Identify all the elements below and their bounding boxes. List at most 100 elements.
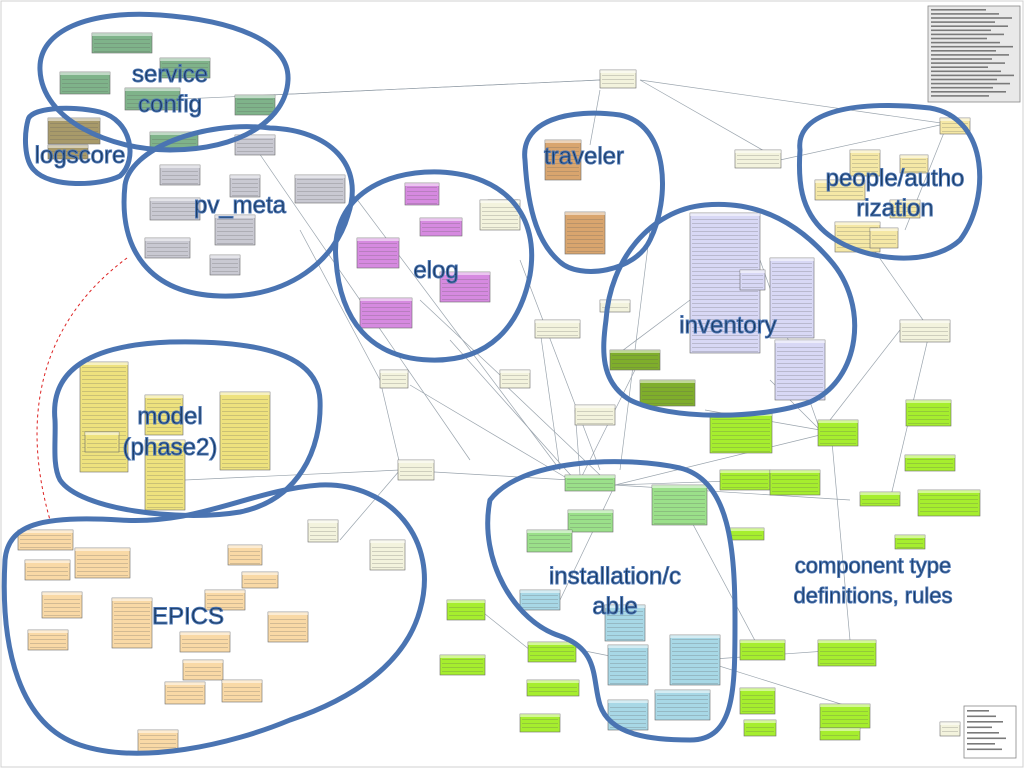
table-box <box>124 87 181 111</box>
legend-row <box>931 95 989 97</box>
relationship-line <box>829 419 851 641</box>
table-box <box>889 199 921 219</box>
table-box <box>527 641 577 663</box>
label-inventory: inventory <box>679 312 776 339</box>
table-box <box>651 484 708 526</box>
relationship-line <box>379 379 401 466</box>
info-row <box>967 732 999 734</box>
table-box <box>743 719 777 737</box>
relationship-line <box>699 659 861 711</box>
table-box <box>817 419 859 447</box>
table-box <box>234 134 276 156</box>
info-row <box>967 737 1006 740</box>
table-box <box>604 604 646 642</box>
region-inventory <box>601 201 858 418</box>
legend-row <box>931 74 1014 77</box>
table-box <box>574 404 616 426</box>
table-box <box>229 174 261 198</box>
legend-row <box>931 58 992 60</box>
table-box <box>404 182 440 206</box>
info-row <box>967 721 1003 723</box>
table-box <box>607 644 649 686</box>
label-epics: EPICS <box>152 603 224 630</box>
legend-row <box>931 9 986 11</box>
table-box <box>179 631 231 653</box>
table-box <box>79 361 129 473</box>
table-box <box>899 154 929 174</box>
legend-row <box>931 29 991 32</box>
table-box <box>227 544 263 566</box>
legend-row <box>931 54 1009 56</box>
relationship-line <box>614 434 821 486</box>
table-box <box>144 394 184 436</box>
table-box <box>734 149 782 169</box>
relationship-line <box>449 339 576 481</box>
legend-row <box>931 45 1013 48</box>
table-box <box>219 391 271 471</box>
table-box <box>819 703 871 729</box>
table-box <box>669 634 721 686</box>
table-box <box>111 597 153 649</box>
table-box <box>739 639 786 661</box>
info-row <box>967 743 995 745</box>
table-box <box>859 491 901 507</box>
legend-row <box>931 25 1008 27</box>
table-box <box>899 319 951 343</box>
relationship-line <box>299 229 381 381</box>
table-box <box>639 379 696 407</box>
legend-row <box>931 78 997 81</box>
table-box <box>446 599 486 621</box>
relationship-line <box>184 469 401 481</box>
table-box <box>159 164 201 186</box>
relationship-line <box>639 79 781 161</box>
table-box <box>24 559 71 581</box>
table-box <box>564 474 616 492</box>
table-box <box>209 254 241 276</box>
table-box <box>526 679 580 697</box>
relationship-line <box>159 79 601 101</box>
info-row <box>967 710 989 712</box>
table-box <box>904 454 956 472</box>
table-box <box>369 539 406 571</box>
relationship-line <box>779 124 941 161</box>
table-box <box>534 319 581 339</box>
table-box <box>17 529 74 551</box>
legend-panel <box>927 5 1021 103</box>
table-box <box>159 57 211 79</box>
table-box <box>307 519 339 543</box>
table-box <box>221 679 263 703</box>
table-box <box>439 271 491 303</box>
table-box <box>356 237 400 269</box>
table-box <box>41 591 83 619</box>
table-box <box>739 687 776 715</box>
table-box <box>359 297 413 329</box>
table-box <box>544 139 582 181</box>
table-box <box>294 174 346 204</box>
table-box <box>84 431 120 453</box>
table-box <box>814 179 866 201</box>
table-box <box>397 459 435 481</box>
table-box <box>499 369 531 389</box>
region-model-phase2 <box>52 339 323 518</box>
relationship-line <box>479 609 531 651</box>
info-box <box>963 705 1017 759</box>
relationship-line <box>419 299 501 376</box>
relationship-line <box>339 469 401 541</box>
region-people-authorization <box>796 102 983 261</box>
region-pv-meta <box>121 124 355 299</box>
table-box <box>905 399 952 427</box>
legend-row <box>931 21 995 23</box>
table-box <box>137 729 179 753</box>
legend-row <box>931 66 988 68</box>
table-box <box>59 71 111 95</box>
legend-row <box>931 70 1001 73</box>
table-box <box>599 69 637 89</box>
table-box <box>47 144 89 160</box>
table-box <box>91 32 153 54</box>
label-pv-meta: pv_meta <box>194 192 287 219</box>
